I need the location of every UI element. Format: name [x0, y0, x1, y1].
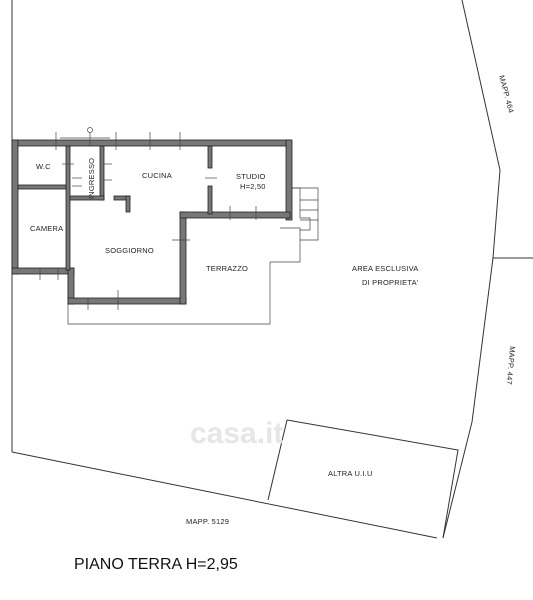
plan-title: PIANO TERRA H=2,95 [74, 556, 238, 573]
parcel-label-447: MAPP. 447 [505, 346, 517, 385]
room-label-studio: STUDIO [236, 172, 266, 181]
building-walls [11, 139, 293, 305]
area-label-altra-uiu: ALTRA U.I.U [328, 469, 373, 478]
room-label-cucina: CUCINA [142, 171, 172, 180]
room-label-wc: W.C [36, 162, 51, 171]
area-label-line2: DI PROPRIETA' [362, 278, 419, 287]
watermark: casa.it [190, 417, 283, 450]
parcel-label-5129: MAPP. 5129 [186, 517, 229, 526]
room-label-camera: CAMERA [30, 224, 63, 233]
openings [39, 127, 257, 310]
parcel-label-464: MAPP. 464 [497, 74, 516, 114]
area-label-line1: AREA ESCLUSIVA [352, 264, 418, 273]
property-boundaries [11, 0, 533, 539]
room-label-soggiorno: SOGGIORNO [105, 246, 154, 255]
room-label-studio-height: H=2,50 [240, 182, 266, 191]
room-label-ingresso: INGRESSO [87, 158, 96, 199]
room-label-terrazzo: TERRAZZO [206, 264, 248, 273]
